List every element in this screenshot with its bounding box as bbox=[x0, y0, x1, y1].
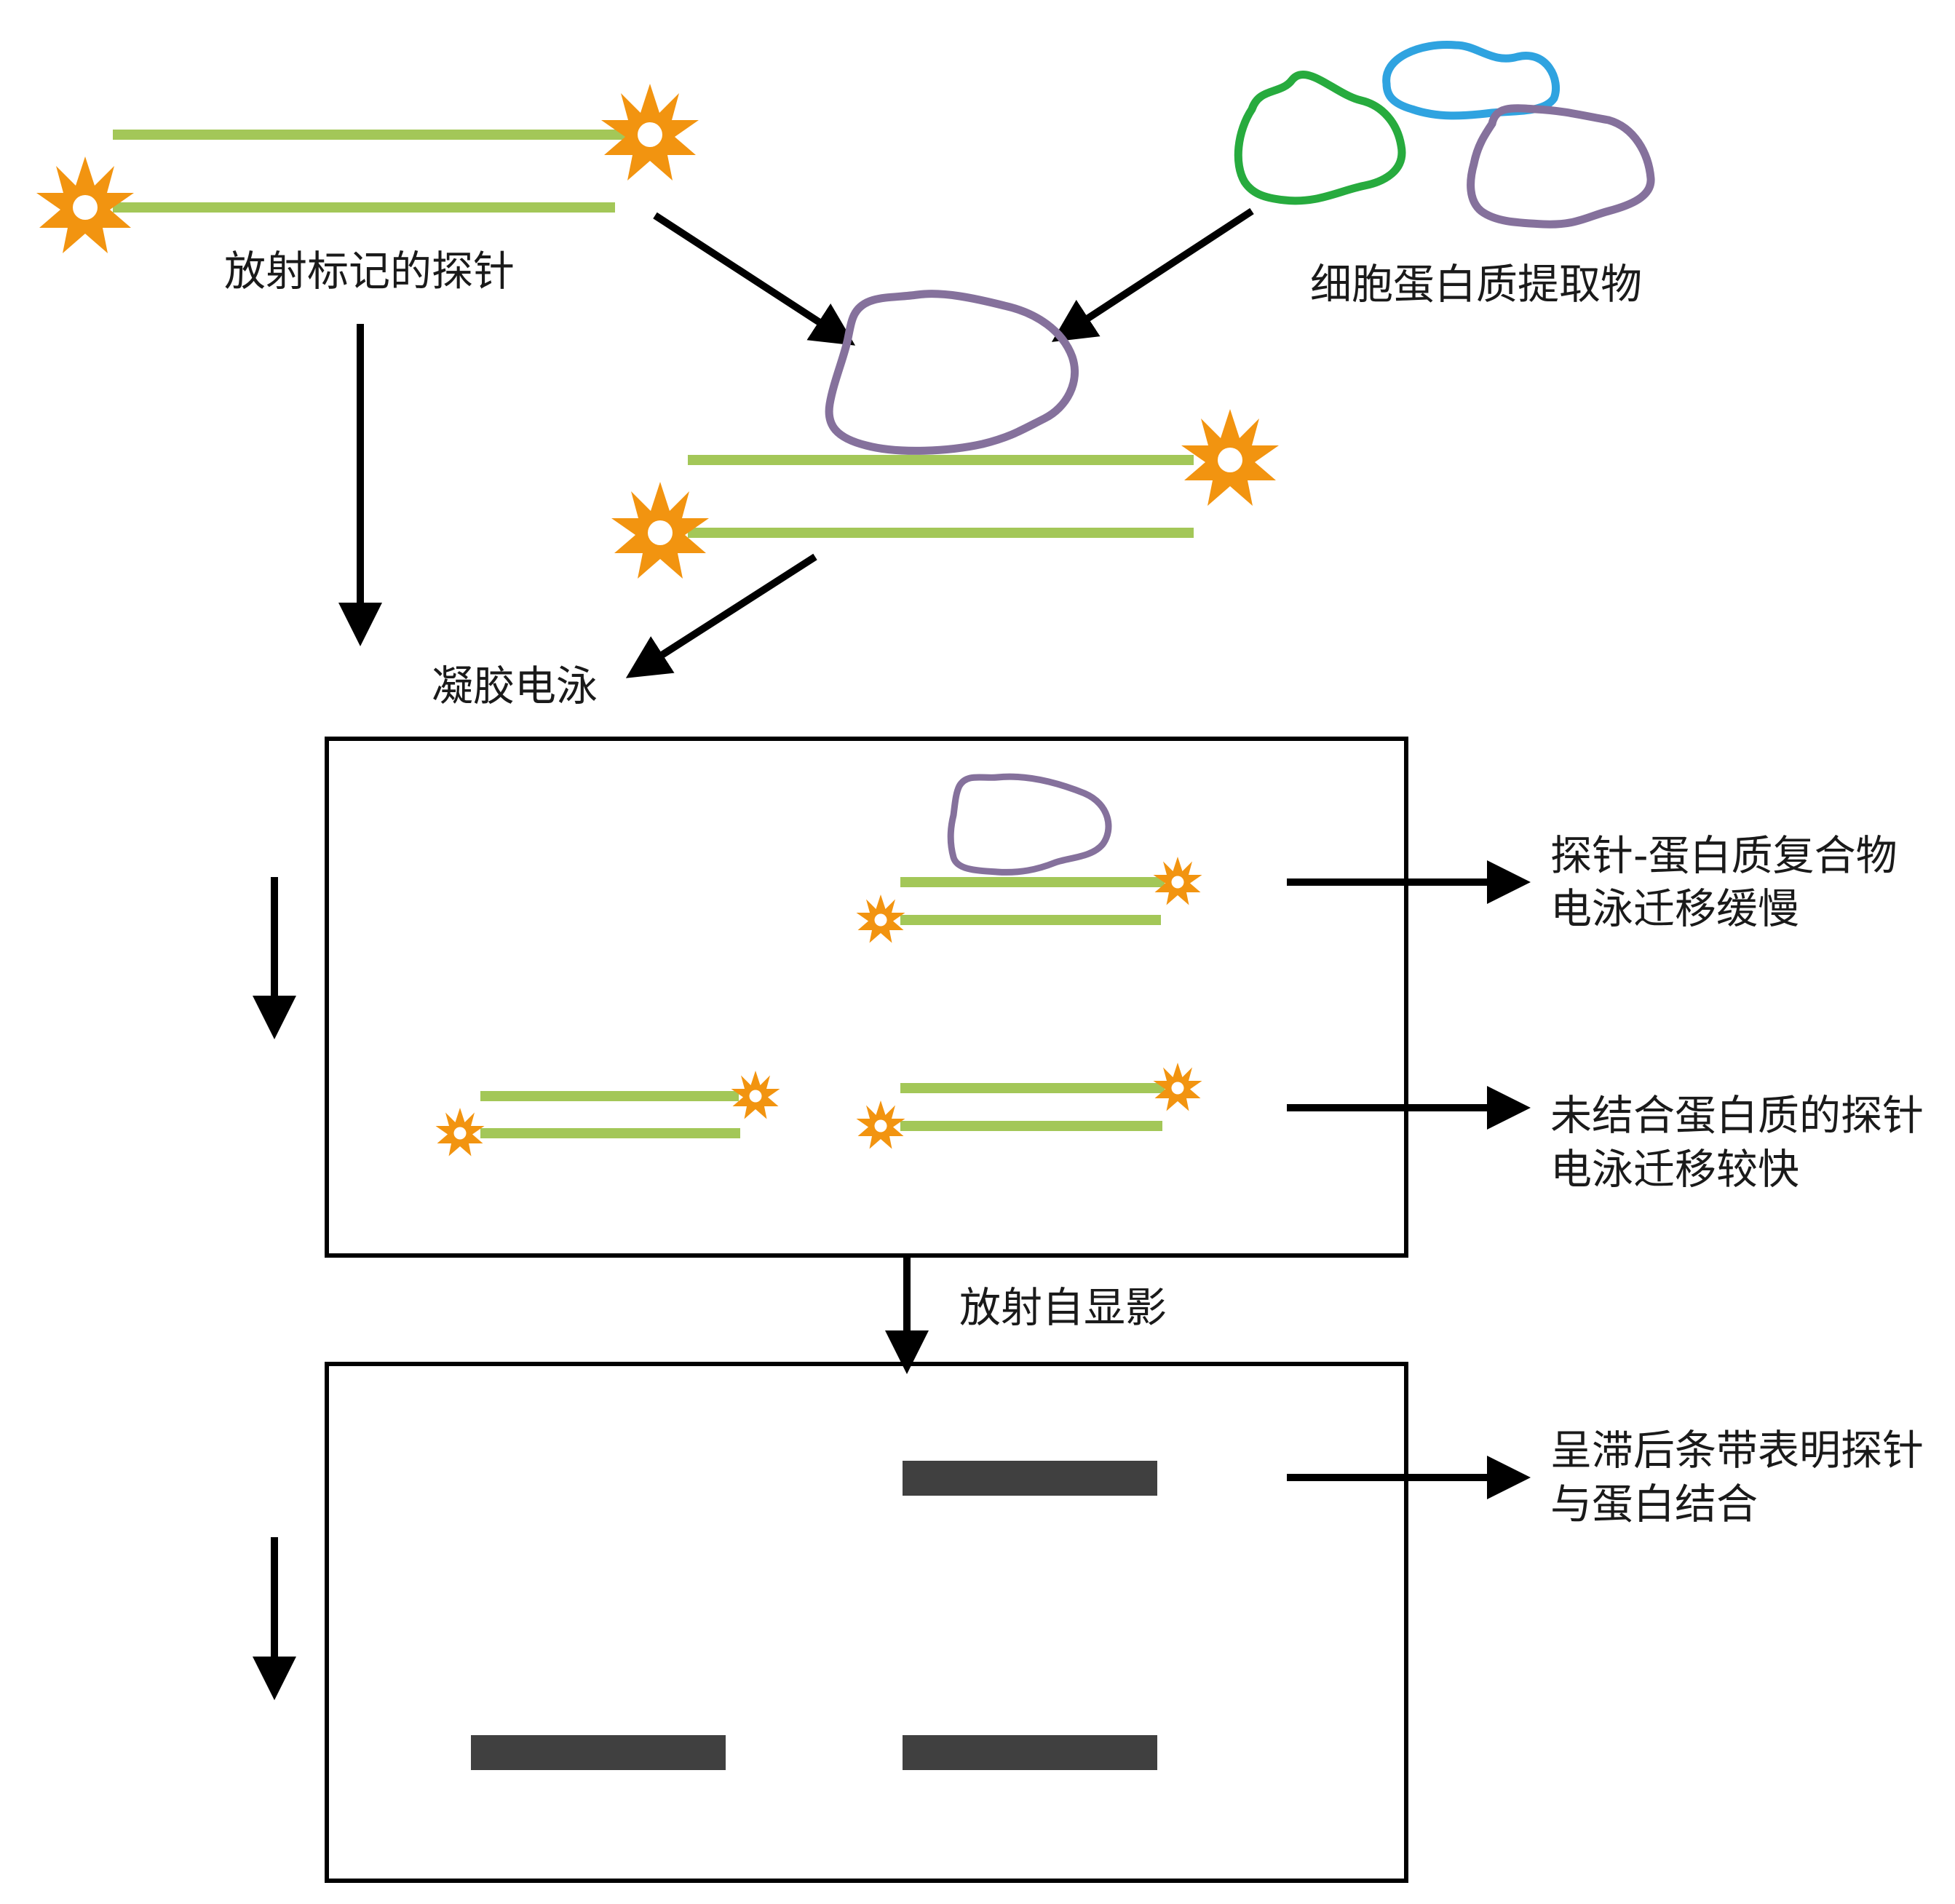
autoradiograph-box bbox=[325, 1362, 1408, 1883]
gel-free-probe-left bbox=[435, 1071, 780, 1157]
extract-label: 细胞蛋白质提取物 bbox=[1310, 261, 1642, 309]
autoradiography-label: 放射自显影 bbox=[959, 1284, 1167, 1332]
radiolabel-star-icon bbox=[1181, 409, 1279, 506]
protein-blob-purple bbox=[947, 773, 1112, 876]
protein-blob-purple bbox=[825, 290, 1079, 455]
arrow-probe-to-complex bbox=[653, 212, 856, 346]
electrophoresis-label: 凝胶电泳 bbox=[432, 662, 598, 710]
gel-free-probe-right bbox=[856, 1063, 1202, 1149]
arrow-complex-to-gel bbox=[625, 553, 817, 678]
shift-label-line2: 与蛋白结合 bbox=[1550, 1480, 1758, 1528]
radiolabel-star-icon bbox=[435, 1108, 485, 1157]
free-probe-band-right bbox=[903, 1735, 1157, 1770]
free-label-line2: 电泳迁移较快 bbox=[1550, 1146, 1799, 1194]
protein-extract bbox=[1234, 41, 1655, 229]
protein-blob-blue bbox=[1382, 41, 1561, 120]
free-label-line1: 未结合蛋白质的探针 bbox=[1550, 1092, 1924, 1140]
radiolabel-star-icon bbox=[856, 895, 905, 943]
free-probe-top bbox=[36, 84, 699, 253]
probe-label: 放射标记的探针 bbox=[224, 247, 515, 295]
gel-complex bbox=[856, 773, 1202, 943]
protein-blob-purple bbox=[1467, 104, 1655, 229]
shifted-band bbox=[903, 1461, 1157, 1496]
shift-label-line1: 呈滞后条带表明探针 bbox=[1550, 1427, 1924, 1475]
gel-box bbox=[325, 737, 1408, 1258]
probe-protein-complex bbox=[611, 290, 1279, 579]
radiolabel-star-icon bbox=[856, 1100, 905, 1149]
complex-label-line2: 电泳迁移缓慢 bbox=[1550, 885, 1799, 933]
free-probe-band-left bbox=[471, 1735, 726, 1770]
arrow-extract-to-complex bbox=[1051, 207, 1254, 342]
protein-blob-green bbox=[1234, 71, 1406, 205]
complex-label-line1: 探针-蛋白质复合物 bbox=[1550, 832, 1898, 880]
